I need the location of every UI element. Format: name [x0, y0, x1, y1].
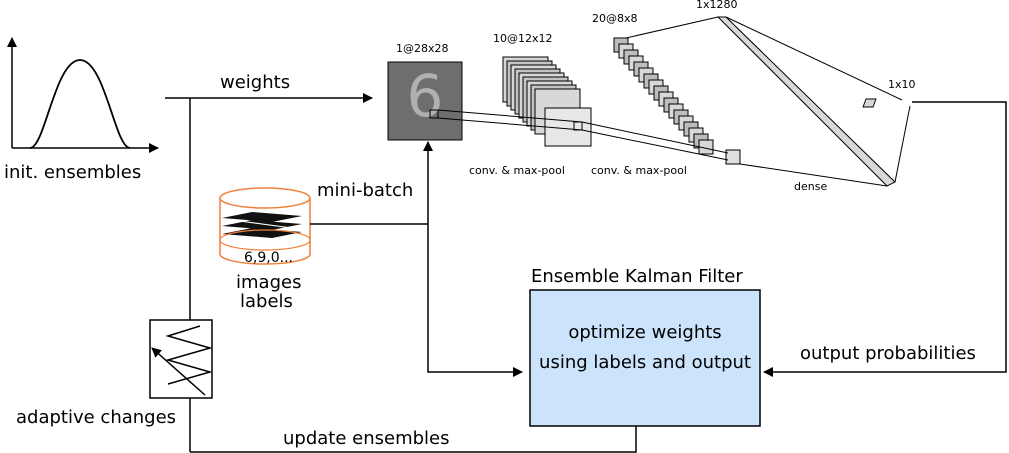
conv2-size-label: 20@8x8	[592, 12, 638, 25]
update-ensembles-label: update ensembles	[283, 428, 450, 449]
dense-edge	[739, 163, 888, 187]
input-image-frame	[387, 61, 463, 141]
cylinder-mid	[219, 229, 311, 251]
input-size-label: 1@28x28	[396, 42, 449, 55]
projection-line	[581, 129, 729, 161]
adaptive-box-frame	[149, 319, 213, 399]
output-size-label: 1x10	[888, 78, 916, 91]
dense-edge	[725, 16, 903, 101]
adjust-arrow	[151, 347, 206, 396]
image-stack-2	[222, 220, 302, 230]
stack-highlight	[231, 219, 293, 229]
enkf-line1: optimize weights	[568, 322, 721, 343]
init-ensembles-label: init. ensembles	[4, 162, 141, 183]
conv2-stack	[613, 37, 741, 165]
output-node	[862, 98, 877, 108]
dataset-images-label: images	[236, 272, 301, 293]
dataset-digits: 6,9,0...	[244, 250, 293, 266]
enkf-line2: using labels and output	[539, 352, 751, 373]
enkf-title: Ensemble Kalman Filter	[531, 266, 743, 287]
cylinder-top	[219, 187, 311, 209]
cnn-input-image: 6	[387, 61, 463, 141]
weights-label: weights	[220, 72, 290, 93]
conv1-map-front	[544, 107, 592, 147]
op1-label: conv. & max-pool	[469, 164, 565, 177]
conv2-map-front	[725, 149, 741, 165]
input-receptive-field	[429, 109, 439, 119]
input-digit: 6	[407, 62, 444, 130]
output-probabilities-label: output probabilities	[800, 343, 976, 364]
dense-edge	[894, 105, 911, 183]
adaptive-changes-label: adaptive changes	[16, 407, 176, 428]
op3-label: dense	[794, 180, 827, 193]
mini-batch-label: mini-batch	[317, 180, 413, 201]
projection-line	[581, 121, 729, 154]
conv1-size-label: 10@12x12	[493, 32, 553, 45]
distribution-plot	[6, 37, 159, 153]
update-ensembles-line	[190, 426, 637, 453]
enkf-box	[529, 289, 761, 427]
op2-label: conv. & max-pool	[591, 164, 687, 177]
projection-line	[437, 109, 583, 123]
dataset-labels-label: labels	[240, 291, 293, 312]
image-stack-1	[222, 212, 302, 222]
resistor-zigzag	[165, 325, 213, 385]
mini-batch-to-enkf-arrow	[427, 224, 523, 377]
projection-line	[437, 117, 583, 131]
bell-curve	[29, 59, 131, 149]
adaptive-changes-box	[149, 319, 213, 399]
output-probabilities-arrow	[763, 101, 1007, 377]
conv1-stack	[502, 56, 592, 147]
dense-layer	[625, 16, 911, 187]
dense-size-label: 1x1280	[696, 0, 738, 11]
dense-edge	[625, 16, 719, 39]
dataset-cylinder	[219, 187, 311, 265]
